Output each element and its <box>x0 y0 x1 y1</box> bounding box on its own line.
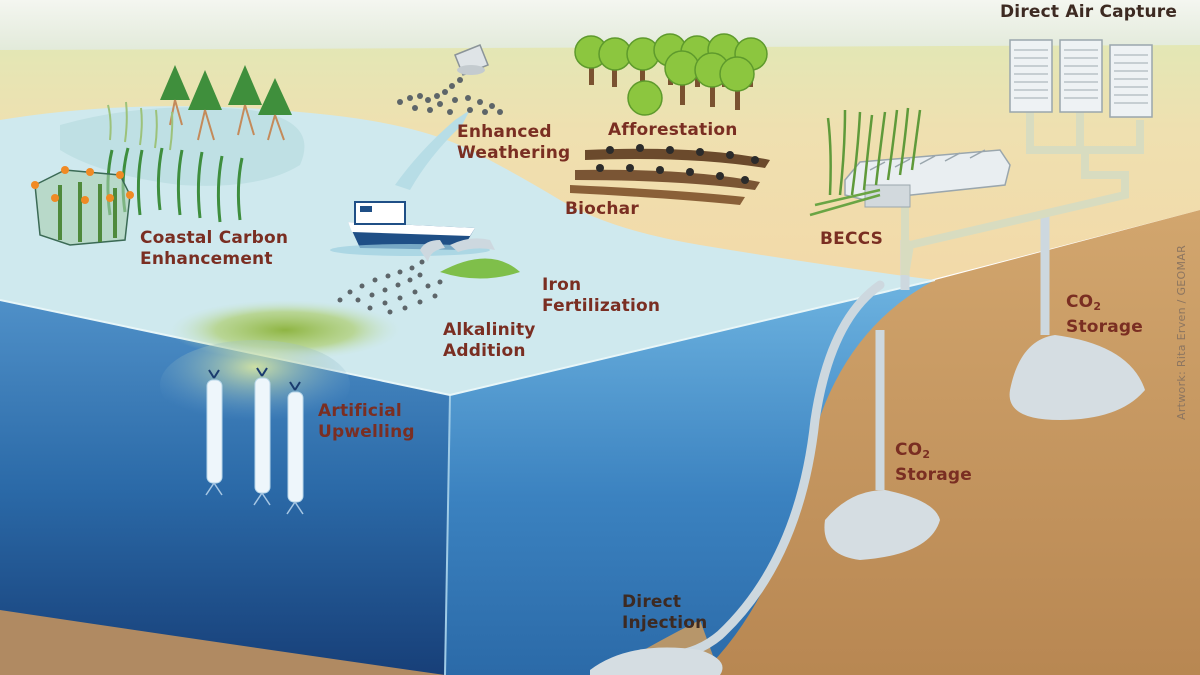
label-co2-storage-lower: CO2 Storage <box>895 440 972 486</box>
label-afforestation: Afforestation <box>608 120 738 140</box>
kelp-cage <box>31 166 134 246</box>
label-direct-air-capture: Direct Air Capture <box>1000 2 1178 22</box>
label-artificial-upwelling: Artificial Upwelling <box>318 401 415 443</box>
label-co2-upper-co: CO <box>1066 292 1094 312</box>
label-enhanced-weathering: Enhanced Weathering <box>457 122 570 164</box>
seabed-front <box>0 610 445 675</box>
weathering-bucket <box>454 44 489 76</box>
lagoon <box>60 107 305 186</box>
artwork-credit: Artwork: Rita Erven / GEOMAR <box>1175 244 1188 420</box>
label-enhanced: Enhanced <box>457 122 552 142</box>
label-alkalinity-addition: Alkalinity Addition <box>443 320 536 362</box>
ship-outlet-2 <box>420 240 445 262</box>
weathering-rocks <box>397 77 503 115</box>
label-co2-upper-storage: Storage <box>1066 317 1144 337</box>
label-alkalinity: Alkalinity <box>443 320 536 340</box>
label-upwelling: Upwelling <box>318 422 415 442</box>
biochar-rows <box>570 144 770 205</box>
label-co2-upper-sub: 2 <box>1093 300 1102 313</box>
ship-outlet <box>450 238 495 252</box>
label-co2-storage-upper: CO2 Storage <box>1066 292 1143 338</box>
beccs-grass <box>809 107 922 217</box>
label-direct: Direct <box>622 592 682 612</box>
label-co2-lower-sub: 2 <box>922 448 931 461</box>
dac-units <box>1009 39 1153 118</box>
label-biochar: Biochar <box>565 199 639 219</box>
alkalinity-particles <box>337 259 443 315</box>
label-iron: Iron <box>542 275 582 295</box>
label-coastal-carbon-line1: Coastal Carbon <box>140 228 289 248</box>
label-artificial: Artificial <box>318 401 402 421</box>
storage-reservoir-lower <box>824 490 940 560</box>
injection-pipe <box>645 280 885 661</box>
storage-reservoir-upper <box>1009 335 1145 420</box>
upwelling-pipes <box>205 367 304 515</box>
label-co2-lower-formula: CO2 <box>895 440 972 465</box>
label-fertilization: Fertilization <box>542 296 661 316</box>
injection-pool <box>590 647 723 675</box>
label-injection: Injection <box>622 613 708 633</box>
label-weathering: Weathering <box>457 143 571 163</box>
label-beccs: BECCS <box>820 229 884 249</box>
label-co2-lower-co: CO <box>895 440 923 460</box>
ship <box>330 201 490 256</box>
label-direct-injection: Direct Injection <box>622 592 707 634</box>
label-co2-lower-storage: Storage <box>895 465 973 485</box>
label-addition: Addition <box>443 341 526 361</box>
seabed-cross-section <box>700 210 1200 675</box>
label-coastal-carbon-line2: Enhancement <box>140 249 273 269</box>
label-iron-fertilization: Iron Fertilization <box>542 275 660 317</box>
iron-plume <box>440 258 520 279</box>
land-pipes <box>901 110 1144 276</box>
mangroves <box>107 65 292 151</box>
label-coastal-carbon: Coastal Carbon Enhancement <box>140 228 288 270</box>
river <box>395 110 470 190</box>
afforestation-trees <box>574 33 768 116</box>
label-co2-upper-formula: CO2 <box>1066 292 1143 317</box>
